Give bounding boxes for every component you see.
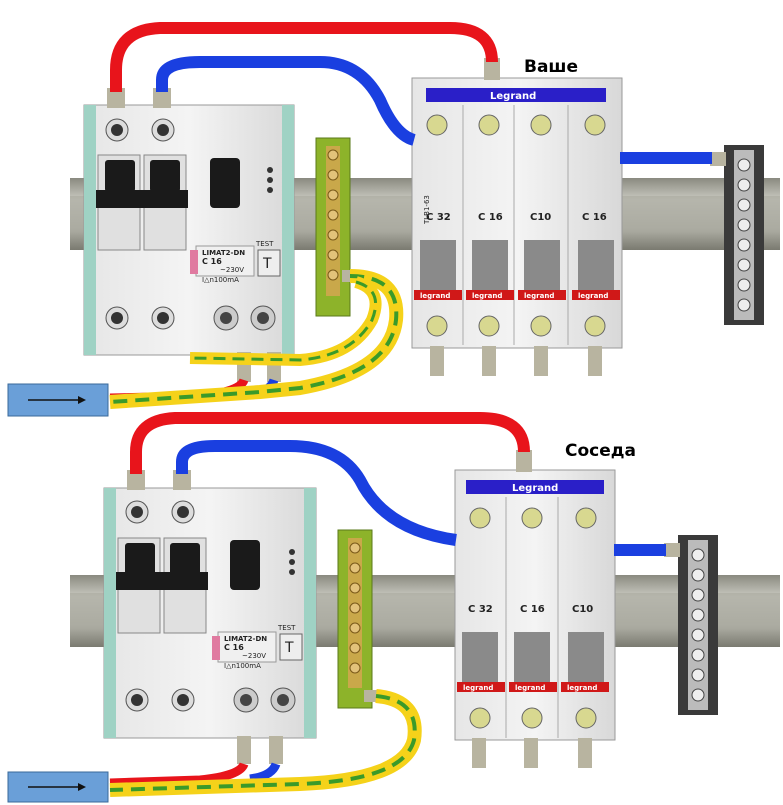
rcd-model: LIMAT2-DN — [224, 635, 267, 643]
breaker-rating: C10 — [530, 212, 551, 223]
neutral-wire — [156, 56, 417, 146]
rcd-test-label: TEST — [255, 240, 274, 248]
rcd-current: I△n100mA — [202, 276, 239, 284]
panel-title: Соседа — [565, 441, 636, 461]
breaker-2: C10 legrand — [518, 114, 566, 337]
strip-brand: Legrand — [512, 483, 558, 494]
phase-wire — [110, 22, 498, 92]
breaker-strip: Legrand C 32 TLB1-63 legrand C 16 legran… — [411, 58, 623, 376]
breaker-logo: legrand — [515, 684, 545, 692]
rcd-current: I△n100mA — [224, 662, 261, 670]
breaker-rating: C 16 — [582, 212, 607, 223]
breaker-0: C 32 TLB1-63 legrand — [414, 114, 462, 337]
input-neutral-wire — [249, 762, 281, 784]
earth-bus-bar — [315, 137, 356, 317]
svg-text:T: T — [284, 640, 294, 656]
breaker-logo: legrand — [524, 292, 554, 300]
panel-title: Ваше — [524, 57, 578, 77]
breaker-rating: C 16 — [520, 604, 545, 615]
breaker-2: C10 legrand — [561, 507, 609, 729]
rcd-model: LIMAT2-DN — [202, 249, 245, 257]
svg-text:T: T — [262, 256, 272, 272]
breaker-logo: legrand — [578, 292, 608, 300]
rcd-device: T TEST LIMAT2-DN C 16 ~230V I△n100mA — [103, 470, 317, 764]
breaker-1: C 16 legrand — [466, 114, 514, 337]
phase-wire — [130, 412, 530, 474]
breaker-rating: C 16 — [478, 212, 503, 223]
neutral-bus-bar — [664, 535, 718, 715]
breaker-logo: legrand — [472, 292, 502, 300]
breaker-logo: legrand — [463, 684, 493, 692]
panel-neighbor: T TEST LIMAT2-DN C 16 ~230V I△n100mA — [7, 412, 780, 803]
breaker-rating: C10 — [572, 604, 593, 615]
rcd-test-label: TEST — [277, 624, 296, 632]
breaker-rating: C 32 — [426, 212, 451, 223]
breaker-logo: legrand — [567, 684, 597, 692]
breaker-3: C 16 legrand — [572, 114, 620, 337]
breaker-logo: legrand — [420, 292, 450, 300]
breaker-strip: Legrand C 32 legrand C 16 legrand — [454, 450, 616, 768]
neutral-bus-bar — [710, 145, 764, 325]
rcd-rating: C 16 — [224, 643, 244, 652]
earth-bus-bar — [337, 529, 378, 709]
rcd-voltage: ~230V — [242, 652, 266, 660]
input-feed — [7, 383, 109, 417]
input-feed — [7, 771, 109, 803]
neutral-wire — [176, 440, 457, 546]
breaker-1: C 16 legrand — [509, 507, 557, 729]
panel-yours: T TEST LIMAT2-DN C 16 ~230V I△n100mA — [7, 22, 780, 417]
rcd-rating: C 16 — [202, 257, 222, 266]
strip-brand: Legrand — [490, 91, 536, 102]
breaker-0: C 32 legrand — [457, 507, 505, 729]
breaker-rating: C 32 — [468, 604, 493, 615]
breaker-series: TLB1-63 — [423, 195, 431, 225]
rcd-voltage: ~230V — [220, 266, 244, 274]
input-phase-wire — [109, 761, 249, 788]
rcd-device: T TEST LIMAT2-DN C 16 ~230V I△n100mA — [83, 88, 295, 382]
